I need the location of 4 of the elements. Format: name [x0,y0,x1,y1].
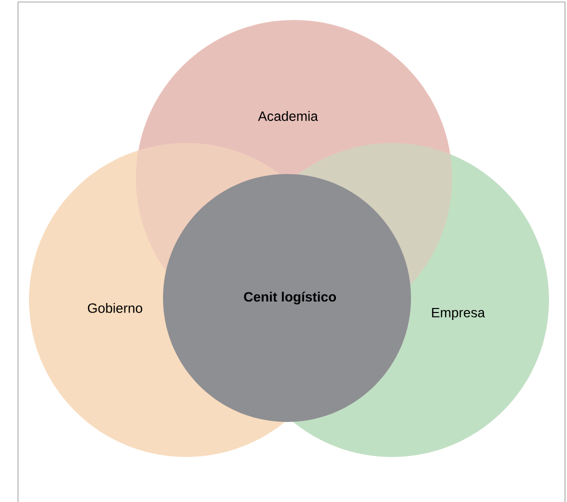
circle-label: Empresa [432,308,485,320]
circle-label: Academia [258,111,318,121]
circle-label: Gobierno [88,303,142,313]
circle-label: Cenit logístico [244,292,336,304]
